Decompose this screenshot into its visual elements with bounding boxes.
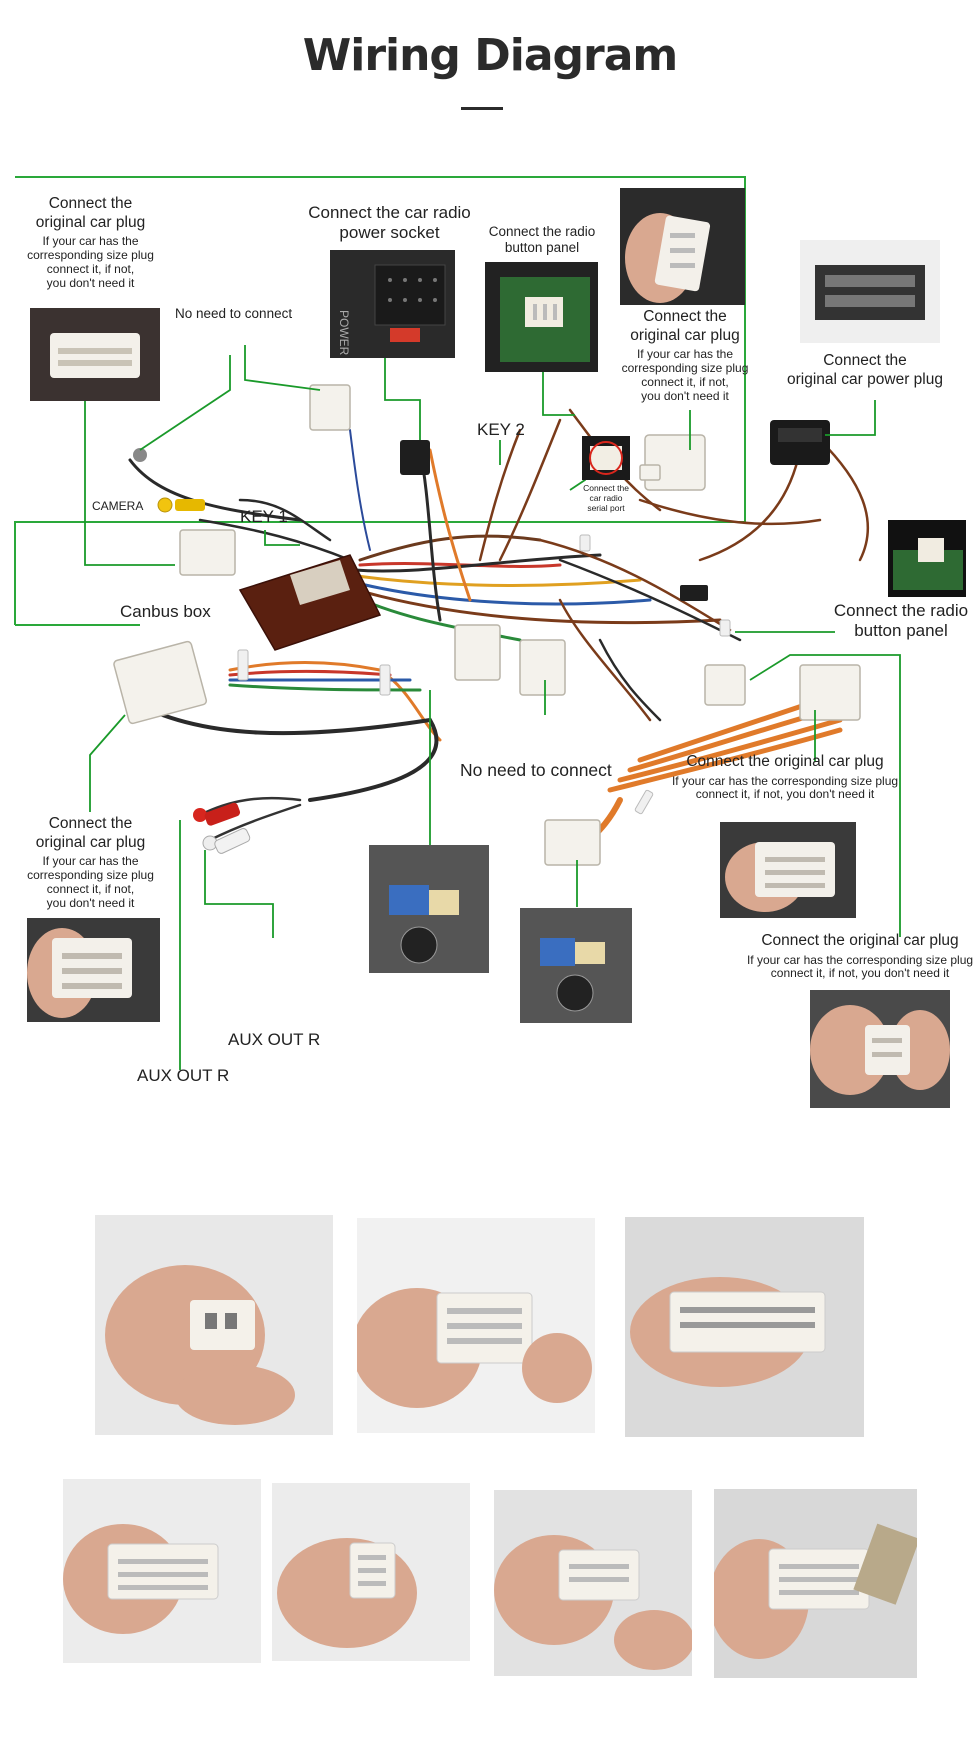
label-orig-plug-right-1: Connect the original car plug If your ca… [665, 753, 905, 802]
photo-inset-button-panel [485, 262, 598, 372]
plug-black-center [400, 440, 430, 475]
label-heading: Connect the original car plug [35, 195, 146, 231]
page-title: Wiring Diagram [302, 30, 679, 81]
label-power-plug: Connect the original car power plug [780, 352, 950, 389]
photo-plug-grid-4 [63, 1479, 261, 1663]
label-heading: Connect the original car plug [761, 932, 959, 949]
label-orig-plug-left-mid: Connect the original car plug If your ca… [18, 815, 163, 910]
plug-bottom-mid [544, 819, 601, 866]
svg-text:POWER: POWER [337, 310, 351, 356]
rca-red [193, 802, 241, 826]
label-note: If your car has the corresponding size p… [27, 234, 154, 290]
photo-inset-power-plug [800, 240, 940, 343]
photo-inset-plug-right-1 [720, 822, 856, 918]
leader-lines [84, 345, 901, 1070]
power-plug [770, 420, 830, 465]
label-heading: Connect the original car plug [686, 753, 884, 770]
title-underline [461, 107, 503, 110]
plug-black-right [680, 585, 708, 601]
photo-inset-serial-port [582, 436, 630, 480]
label-canbus: Canbus box [120, 602, 211, 621]
label-note: If your car has the corresponding size p… [746, 952, 974, 981]
label-heading: Connect the original car plug [630, 308, 740, 344]
plug-right-1 [704, 664, 746, 706]
photo-inset-plug-left-mid [27, 918, 160, 1022]
label-power-socket-text: Connect the car radio power socket [308, 203, 471, 243]
photo-inset-plug-top-mid [620, 188, 745, 305]
label-no-need-top: No need to connect [175, 306, 293, 321]
photo-inset-car-socket-1 [369, 845, 489, 973]
label-serial-port-text: Connect the car radio serial port [583, 483, 629, 513]
photo-plug-grid-7 [714, 1489, 917, 1678]
label-orig-plug-top-left: Connect the original car plug If your ca… [18, 195, 163, 290]
plug-left-big [113, 640, 208, 725]
label-aux-out-r-2: AUX OUT R [137, 1066, 230, 1085]
label-orig-plug-top-mid: Connect the original car plug If your ca… [610, 308, 760, 403]
canbus-box [238, 554, 382, 651]
label-power-plug-text: Connect the original car power plug [787, 352, 943, 388]
label-radio-button-right: Connect the radio button panel [826, 601, 976, 642]
label-aux-out-r-1: AUX OUT R [228, 1030, 321, 1049]
rca-camera [133, 448, 205, 513]
label-note: If your car has the corresponding size p… [671, 773, 899, 802]
label-radio-button-top-text: Connect the radio button panel [488, 224, 596, 256]
label-radio-button-right-text: Connect the radio button panel [833, 601, 969, 641]
photo-inset-button-panel-right [888, 520, 966, 597]
label-key1: KEY 1 [240, 507, 288, 526]
label-orig-plug-right-2: Connect the original car plug If your ca… [740, 932, 980, 981]
label-note: If your car has the corresponding size p… [27, 854, 154, 910]
label-camera: CAMERA [92, 499, 144, 513]
label-serial-port: Connect the car radio serial port [574, 483, 638, 513]
label-note: If your car has the corresponding size p… [621, 347, 749, 403]
photo-inset-plug-left [30, 308, 160, 401]
plug-mid-1 [454, 624, 501, 681]
photo-plug-grid-5 [272, 1483, 470, 1661]
photo-plug-grid-6 [494, 1490, 692, 1676]
plug-key1-area [179, 529, 236, 576]
photo-inset-power-socket: POWER [330, 250, 455, 358]
plug-serial [639, 464, 661, 481]
label-power-socket: Connect the car radio power socket [292, 203, 487, 244]
plug-right-2 [799, 664, 861, 721]
photo-inset-car-socket-2 [520, 908, 632, 1023]
plug-top-small [309, 384, 351, 431]
label-heading: Connect the original car plug [35, 815, 146, 851]
photo-plug-grid-2 [357, 1218, 595, 1433]
photo-inset-plug-right-2 [810, 990, 950, 1108]
plug-top-right [644, 434, 706, 491]
photo-plug-grid-3 [625, 1217, 864, 1437]
plug-mid-2 [519, 639, 566, 696]
label-key2: KEY 2 [477, 420, 525, 439]
label-no-need-mid: No need to connect [460, 760, 612, 780]
rca-white [202, 828, 251, 854]
photo-plug-grid-1 [95, 1215, 333, 1435]
label-radio-button-top: Connect the radio button panel [478, 224, 606, 256]
